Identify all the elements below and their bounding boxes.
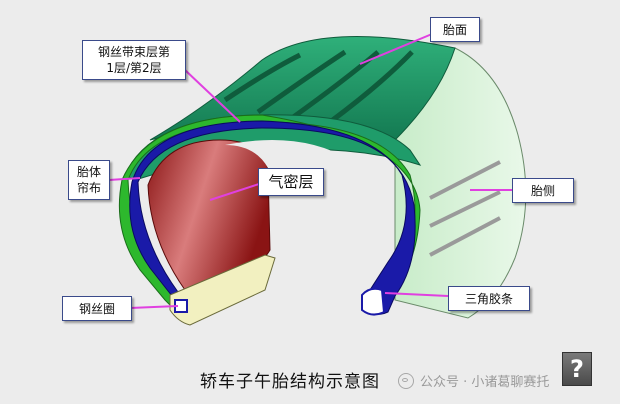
label-bead-wire-text: 钢丝圈 <box>78 301 115 316</box>
tread-groove <box>223 52 302 103</box>
label-sidewall-text: 胎侧 <box>530 183 555 198</box>
tread-groove <box>328 50 414 125</box>
belt-layer <box>129 120 416 315</box>
label-inner-liner-text: 气密层 <box>268 173 314 191</box>
leader-line-taiti <box>108 177 141 181</box>
label-carcass-ply-line1: 胎体 <box>76 165 101 179</box>
label-sidewall: 胎侧 <box>512 178 574 203</box>
sidewall-groove <box>429 160 501 200</box>
tread-groove <box>256 49 347 115</box>
leader-line-qimi <box>209 182 263 201</box>
sidewall-groove <box>429 190 501 228</box>
label-steel-belt-line2: 1层/第2层 <box>106 61 162 75</box>
sidewall-groove <box>429 216 501 257</box>
watermark: 公众号 · 小诸葛聊赛托 <box>398 371 549 390</box>
label-tread: 胎面 <box>430 17 480 42</box>
label-steel-belt-line1: 钢丝带束层第 <box>97 45 170 59</box>
tire-inner-cavity <box>225 140 383 282</box>
inner-liner <box>147 139 271 291</box>
label-carcass-ply-line2: 帘布 <box>76 181 101 195</box>
leader-line-gangsi-daishu <box>184 69 241 123</box>
bead-apex-right <box>361 287 386 316</box>
bead-apex-left <box>169 254 276 326</box>
leader-line-gangsiquan <box>129 305 179 309</box>
label-carcass-ply: 胎体 帘布 <box>68 160 110 200</box>
leader-line-sanjiao <box>384 292 449 297</box>
label-apex-strip-text: 三角胶条 <box>464 291 513 306</box>
label-steel-belt: 钢丝带束层第 1层/第2层 <box>82 40 186 80</box>
tread-groove <box>290 50 380 121</box>
help-icon[interactable]: ? <box>562 352 592 386</box>
leader-line-taimian <box>359 33 433 65</box>
label-bead-wire: 钢丝圈 <box>62 296 132 321</box>
label-inner-liner: 气密层 <box>258 168 324 196</box>
label-tread-text: 胎面 <box>442 22 467 37</box>
wechat-account-icon <box>398 372 414 389</box>
diagram-caption: 轿车子午胎结构示意图 <box>200 372 380 392</box>
watermark-text: 公众号 · 小诸葛聊赛托 <box>420 375 550 390</box>
label-apex-strip: 三角胶条 <box>448 286 530 311</box>
